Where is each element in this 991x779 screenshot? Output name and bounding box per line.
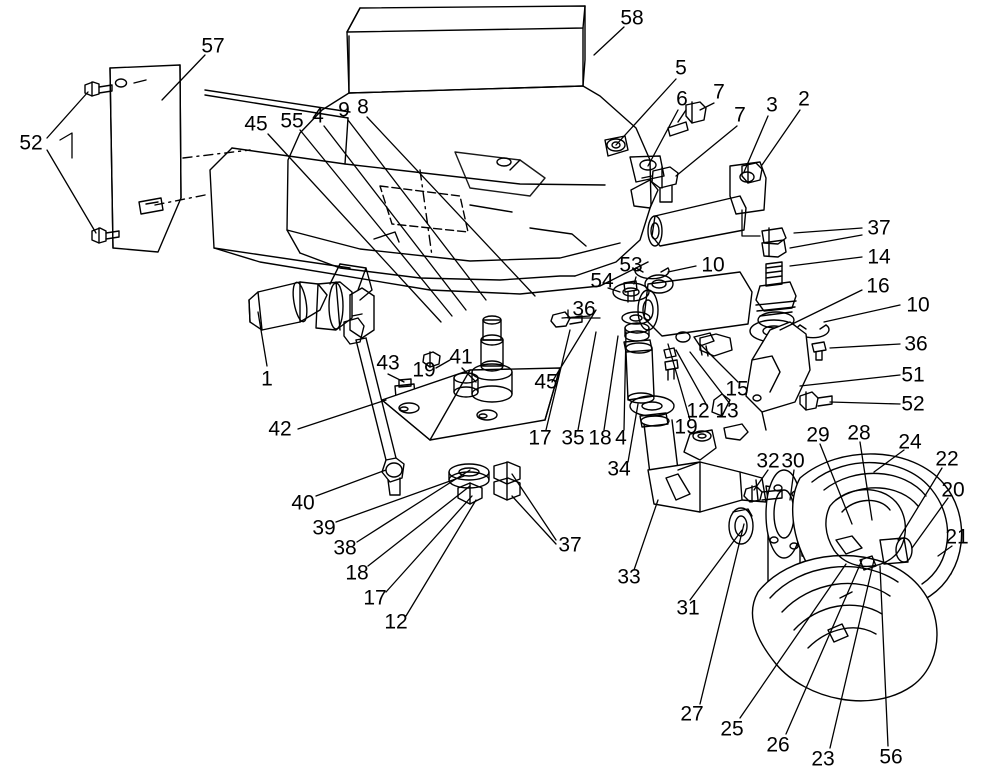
callout-number-25: 25 xyxy=(720,717,744,741)
tie-rod-right xyxy=(637,271,753,357)
callout-number-37: 37 xyxy=(558,533,582,557)
bolt-part-7-lower xyxy=(651,166,679,203)
callout-number-18: 18 xyxy=(588,426,612,450)
callout-number-56: 56 xyxy=(879,745,903,769)
shield-part-51 xyxy=(711,321,811,441)
callout-number-51: 51 xyxy=(901,363,925,387)
callout-number-16: 16 xyxy=(866,274,890,298)
callout-number-24: 24 xyxy=(898,430,922,454)
tie-rod-upper xyxy=(630,161,767,247)
callout-number-12: 12 xyxy=(686,399,710,423)
callout-number-36: 36 xyxy=(572,297,596,321)
callout-number-53: 53 xyxy=(619,253,643,277)
callout-number-41: 41 xyxy=(449,345,473,369)
callout-number-15: 15 xyxy=(725,377,749,401)
chassis-frame xyxy=(204,85,652,295)
bracket-part-6 xyxy=(629,155,665,183)
callout-number-43: 43 xyxy=(376,351,400,375)
hood-box-part-58 xyxy=(346,5,586,94)
bolt-part-2 xyxy=(741,162,763,184)
nut-part-19-left xyxy=(422,351,441,368)
grease-fitting-part-36-right xyxy=(811,341,827,361)
steering-arm-part-1 xyxy=(248,263,375,339)
callout-number-55: 55 xyxy=(280,109,304,133)
callout-number-57: 57 xyxy=(201,34,225,58)
callout-number-37: 37 xyxy=(867,216,891,240)
callout-number-42: 42 xyxy=(268,417,292,441)
tire-assembly xyxy=(751,453,963,702)
axle-mount-plate xyxy=(381,367,561,441)
callout-number-33: 33 xyxy=(617,565,641,589)
callout-number-29: 29 xyxy=(806,423,830,447)
callout-number-28: 28 xyxy=(847,421,871,445)
callout-number-10: 10 xyxy=(906,293,930,317)
pivot-hardware-lower xyxy=(448,461,521,505)
callout-number-39: 39 xyxy=(312,516,336,540)
shield-plate-part-57 xyxy=(109,64,251,253)
bolt-part-32-top xyxy=(743,485,783,503)
callout-number-36: 36 xyxy=(904,332,928,356)
callout-number-45: 45 xyxy=(534,370,558,394)
callout-number-52: 52 xyxy=(19,131,43,155)
callout-number-23: 23 xyxy=(811,747,835,771)
callout-number-52: 52 xyxy=(901,392,925,416)
callout-number-1: 1 xyxy=(261,367,273,391)
callout-number-40: 40 xyxy=(291,491,315,515)
callout-number-7: 7 xyxy=(713,80,725,104)
callout-number-17: 17 xyxy=(528,426,552,450)
callout-number-3: 3 xyxy=(766,93,778,117)
callout-number-8: 8 xyxy=(357,95,369,119)
callout-number-58: 58 xyxy=(620,6,644,30)
callout-number-6: 6 xyxy=(676,87,688,111)
bushing-stack-part-41 xyxy=(453,315,513,403)
washer-part-53 xyxy=(612,282,650,302)
callout-number-21: 21 xyxy=(945,525,969,549)
callout-number-20: 20 xyxy=(941,478,965,502)
callout-number-32: 32 xyxy=(756,449,780,473)
callout-number-17: 17 xyxy=(363,586,387,610)
callout-number-12: 12 xyxy=(384,610,408,634)
callout-number-35: 35 xyxy=(561,426,585,450)
bolt-part-52-lower xyxy=(91,227,120,244)
callout-number-19: 19 xyxy=(412,358,436,382)
callout-number-38: 38 xyxy=(333,536,357,560)
callout-number-9: 9 xyxy=(338,98,350,122)
callout-number-30: 30 xyxy=(781,449,805,473)
callout-number-27: 27 xyxy=(680,702,704,726)
callout-number-18: 18 xyxy=(345,561,369,585)
bracket-part-5 xyxy=(604,135,629,157)
callout-number-5: 5 xyxy=(675,56,687,80)
spindle-part-33 xyxy=(647,429,821,513)
callout-number-7: 7 xyxy=(734,103,746,127)
callout-number-19: 19 xyxy=(674,415,698,439)
bolt-part-52-upper xyxy=(84,81,113,97)
callout-number-4: 4 xyxy=(615,426,627,450)
bolt-part-54 xyxy=(623,280,638,303)
callout-number-2: 2 xyxy=(798,87,810,111)
callout-number-34: 34 xyxy=(607,457,631,481)
callout-number-54: 54 xyxy=(590,269,614,293)
callout-number-45: 45 xyxy=(244,112,268,136)
bolt-part-7-upper xyxy=(667,101,707,137)
bolt-part-52-right xyxy=(799,391,833,411)
callout-number-10: 10 xyxy=(701,253,725,277)
callout-number-13: 13 xyxy=(715,399,739,423)
balljoint-part-14 xyxy=(755,227,797,329)
callout-number-22: 22 xyxy=(935,447,959,471)
callout-number-4: 4 xyxy=(312,104,324,128)
callout-number-26: 26 xyxy=(766,733,790,757)
callout-number-14: 14 xyxy=(867,245,891,269)
callout-number-31: 31 xyxy=(676,596,700,620)
